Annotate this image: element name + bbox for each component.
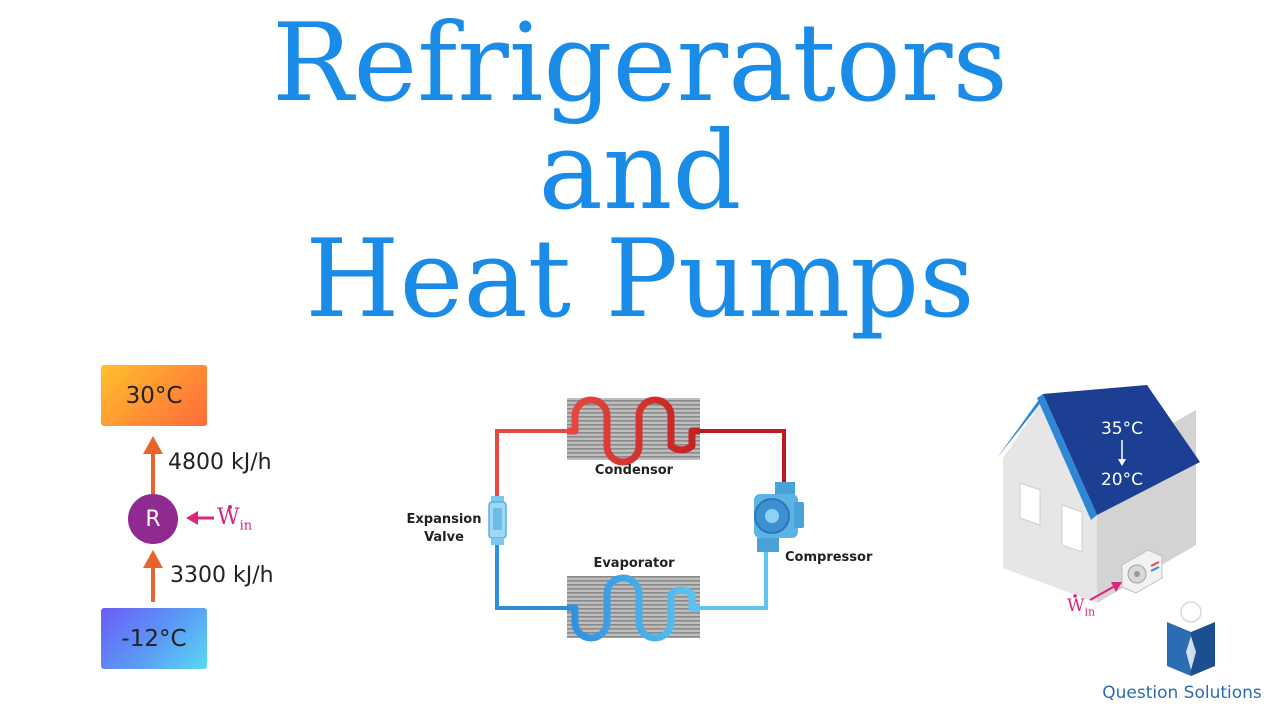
brand-logo: Question Solutions	[1102, 601, 1262, 703]
refrigerator-circle: R	[128, 494, 178, 544]
work-in-arrow	[186, 505, 232, 525]
compressor-label: Compressor	[785, 550, 873, 565]
condenser-coil	[567, 396, 700, 466]
evaporator-coil	[567, 574, 700, 642]
title-line-3: Heat Pumps	[305, 217, 975, 342]
house-work-in-label: Win	[1067, 596, 1095, 618]
high-temp-reservoir: 30°C	[101, 365, 207, 426]
low-temp-reservoir: -12°C	[101, 608, 207, 669]
evaporator-label: Evaporator	[593, 556, 675, 571]
compressor	[754, 482, 804, 552]
heat-out-arrow	[143, 436, 163, 494]
work-in-symbol: W	[217, 505, 240, 530]
title-line-2: and	[538, 109, 742, 234]
inside-temp-label: 20°C	[1101, 470, 1143, 490]
condenser-label: Condensor	[595, 463, 674, 478]
lightbulb-icon	[1180, 601, 1202, 623]
expansion-label-2: Valve	[424, 530, 464, 545]
outside-temp-label: 35°C	[1101, 419, 1143, 439]
ac-unit	[1121, 549, 1163, 594]
heat-out-label: 4800 kJ/h	[168, 450, 272, 475]
work-in-label: Win	[217, 505, 252, 533]
work-in-subscript: in	[239, 518, 253, 534]
title-line-1: Refrigerators	[272, 1, 1008, 126]
heat-in-label: 3300 kJ/h	[170, 563, 274, 588]
heat-in-arrow	[143, 550, 163, 602]
house-illustration: 35°C 20°C	[997, 385, 1200, 603]
house-work-in-symbol: W	[1067, 596, 1085, 616]
book-icon	[1167, 622, 1191, 676]
refrigeration-cycle: Condensor Evaporator Compressor Expansio…	[407, 396, 873, 642]
brand-name: Question Solutions	[1102, 683, 1262, 703]
expansion-label-1: Expansion	[407, 512, 482, 527]
expansion-valve	[488, 496, 507, 545]
house-work-in-subscript: in	[1084, 605, 1096, 619]
